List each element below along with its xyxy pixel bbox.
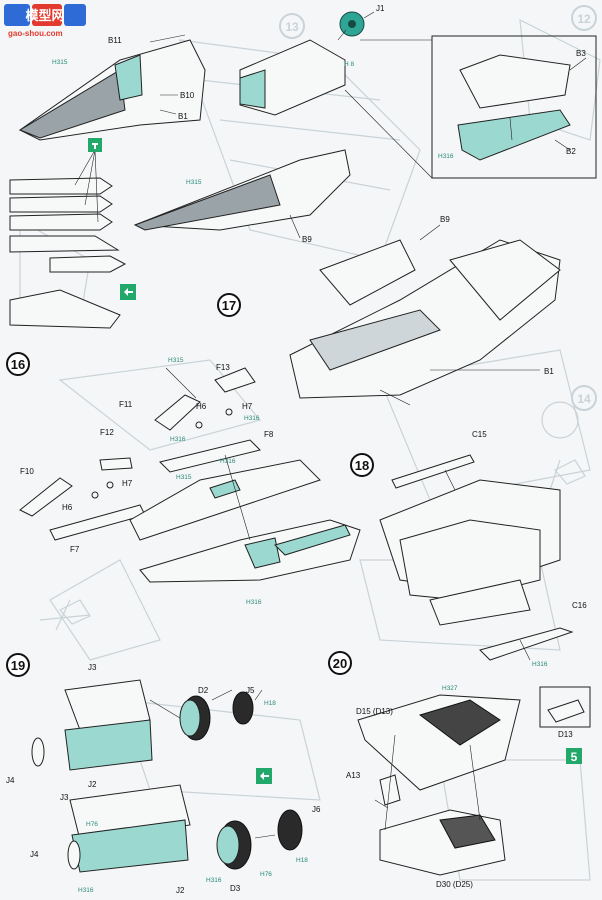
step-18-parts: 18 xyxy=(350,453,574,661)
label-J3-upper: J3 xyxy=(88,663,97,672)
label-H7-lower: H7 xyxy=(122,479,133,488)
label-J2-upper: J2 xyxy=(88,780,97,789)
cref-h316-1: H316 xyxy=(438,153,454,160)
label-J6: J6 xyxy=(312,805,321,814)
cref-h316-3: H316 xyxy=(170,436,186,443)
step-19-parts: 19 xyxy=(6,653,303,873)
label-D3: D3 xyxy=(230,884,241,893)
label-H6-upper: H6 xyxy=(196,402,207,411)
label-D2: D2 xyxy=(198,686,209,695)
label-F11: F11 xyxy=(119,400,133,409)
corner-numbers: 13 12 14 xyxy=(279,5,597,411)
cref-h315-1: H315 xyxy=(52,59,68,66)
cref-h316-8: H316 xyxy=(206,877,222,884)
label-J2-lower: J2 xyxy=(176,886,185,895)
step-20-parts: 20 5 xyxy=(328,651,591,876)
label-J5: J5 xyxy=(246,686,255,695)
label-D13: D13 xyxy=(558,730,573,739)
step-18-number: 18 xyxy=(355,458,369,473)
label-D15: D15 (D13) xyxy=(356,707,393,716)
cref-h315-2: H315 xyxy=(186,179,202,186)
label-B9-upper: B9 xyxy=(440,215,450,224)
badge-5-number: 5 xyxy=(571,750,578,764)
label-H6-lower: H6 xyxy=(62,503,73,512)
label-J4-lower: J4 xyxy=(30,850,39,859)
label-C16: C16 xyxy=(572,601,587,610)
cref-h8: H 8 xyxy=(344,61,355,68)
step-16-number: 16 xyxy=(11,357,25,372)
logo-brand: 模型网 xyxy=(25,8,64,23)
site-logo: 模型网 gao-shou.com xyxy=(4,4,86,38)
cref-h316-6: H316 xyxy=(532,661,548,668)
label-C15: C15 xyxy=(472,430,487,439)
label-J4-upper: J4 xyxy=(6,776,15,785)
step-16-badge: 16 xyxy=(6,352,30,376)
cref-h18-1: H18 xyxy=(264,700,276,707)
cref-h327: H327 xyxy=(442,685,458,692)
corner-number-14: 14 xyxy=(577,392,591,406)
step-20-badge: 20 xyxy=(328,651,352,675)
step-17-badge: 17 xyxy=(217,293,241,317)
label-H7-upper: H7 xyxy=(242,402,253,411)
label-A13: A13 xyxy=(346,771,361,780)
part-labels: J1 B11 B10 B1 B3 B2 B9 B9 B1 F13 F11 H6 … xyxy=(6,4,587,895)
color-reference-labels: H315 H 8 H316 H315 H315 H316 H316 H316 H… xyxy=(52,59,548,894)
step-17-parts: 17 xyxy=(9,11,597,406)
label-B10: B10 xyxy=(180,91,195,100)
cref-h315-3: H315 xyxy=(168,357,184,364)
label-B11: B11 xyxy=(108,36,122,45)
label-F10: F10 xyxy=(20,467,34,476)
cref-h316-7: H316 xyxy=(78,887,94,894)
label-D30: D30 (D25) xyxy=(436,880,473,889)
label-B3: B3 xyxy=(576,49,586,58)
label-F12: F12 xyxy=(100,428,114,437)
corner-number-13: 13 xyxy=(285,20,299,34)
label-J1: J1 xyxy=(376,4,385,13)
cref-h18-2: H18 xyxy=(296,857,308,864)
label-F8: F8 xyxy=(264,430,274,439)
step-18-badge: 18 xyxy=(350,453,374,477)
step-20-number: 20 xyxy=(333,656,347,671)
label-B9-lower: B9 xyxy=(302,235,312,244)
label-F13: F13 xyxy=(216,363,230,372)
step-19-badge: 19 xyxy=(6,653,30,677)
label-F7: F7 xyxy=(70,545,80,554)
corner-number-12: 12 xyxy=(577,12,591,26)
cref-h76-2: H76 xyxy=(260,871,272,878)
label-B1-top: B1 xyxy=(178,112,188,121)
step-17-number: 17 xyxy=(222,298,236,313)
cref-h316-2: H316 xyxy=(244,415,260,422)
cref-h316-4: H316 xyxy=(220,458,236,465)
logo-site: gao-shou.com xyxy=(8,29,63,38)
label-J3-lower: J3 xyxy=(60,793,69,802)
cref-h316-5: H316 xyxy=(246,599,262,606)
badge-5 xyxy=(566,748,582,764)
step-16-parts: 16 xyxy=(6,352,361,583)
cref-h315-4: H315 xyxy=(176,474,192,481)
step-19-number: 19 xyxy=(11,658,25,673)
label-B1-right: B1 xyxy=(544,367,554,376)
label-B2: B2 xyxy=(566,147,576,156)
cref-h76-1: H76 xyxy=(86,821,98,828)
